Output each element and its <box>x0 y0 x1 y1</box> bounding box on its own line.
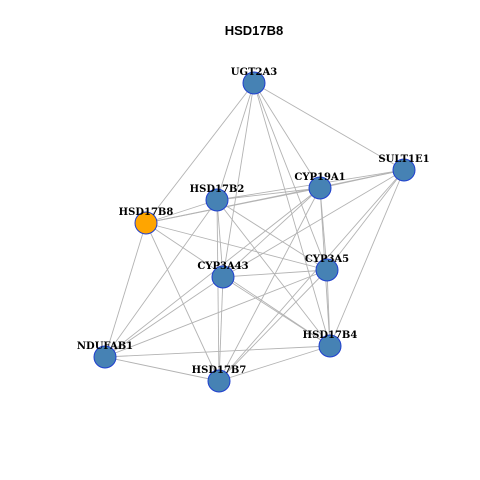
edge-hsd17b2-cyp3a5 <box>216 199 328 271</box>
edge-cyp19a1-hsd17b8 <box>145 187 321 224</box>
edge-cyp3a43-hsd17b4 <box>222 276 331 347</box>
edge-hsd17b2-ndufab1 <box>104 199 218 358</box>
node-ndufab1[interactable] <box>93 345 117 369</box>
node-cyp19a1[interactable] <box>308 176 332 200</box>
edge-ugt2a3-cyp3a5 <box>253 82 328 271</box>
edge-hsd17b4-ndufab1 <box>104 345 331 358</box>
node-cyp3a5[interactable] <box>315 258 339 282</box>
edge-ugt2a3-sult1e1 <box>253 82 405 171</box>
diagram-title: HSD17B8 <box>225 23 284 38</box>
node-label-hsd17b4: HSD17B4 <box>303 330 358 341</box>
node-sult1e1[interactable] <box>392 158 416 182</box>
edge-cyp19a1-hsd17b7 <box>218 187 321 382</box>
node-cyp3a43[interactable] <box>211 265 235 289</box>
edge-hsd17b2-hsd17b4 <box>216 199 331 347</box>
edge-ndufab1-hsd17b7 <box>104 356 220 382</box>
edge-hsd17b8-cyp3a5 <box>145 222 328 271</box>
edge-ugt2a3-hsd17b4 <box>253 82 331 347</box>
edge-cyp3a5-hsd17b7 <box>218 269 328 382</box>
edge-sult1e1-hsd17b7 <box>218 169 405 382</box>
edge-hsd17b8-hsd17b7 <box>145 222 220 382</box>
edge-cyp19a1-cyp3a43 <box>222 187 321 278</box>
edge-ugt2a3-cyp19a1 <box>253 82 321 189</box>
edge-layer <box>104 82 405 382</box>
node-hsd17b4[interactable] <box>318 334 342 358</box>
node-layer <box>93 71 416 393</box>
node-hsd17b2[interactable] <box>205 188 229 212</box>
edge-hsd17b8-ndufab1 <box>104 222 147 358</box>
node-label-ugt2a3: UGT2A3 <box>231 67 277 78</box>
node-label-hsd17b8: HSD17B8 <box>119 207 174 218</box>
node-hsd17b8[interactable] <box>134 211 158 235</box>
edge-cyp3a43-ndufab1 <box>104 276 224 358</box>
node-label-cyp3a43: CYP3A43 <box>197 261 248 272</box>
edge-cyp3a43-cyp3a5 <box>222 269 328 278</box>
node-label-sult1e1: SULT1E1 <box>378 154 429 165</box>
edge-cyp3a43-hsd17b7 <box>218 276 224 382</box>
edge-hsd17b2-hsd17b8 <box>145 199 218 224</box>
node-label-cyp3a5: CYP3A5 <box>305 254 349 265</box>
node-ugt2a3[interactable] <box>242 71 266 95</box>
node-hsd17b7[interactable] <box>207 369 231 393</box>
edge-ugt2a3-hsd17b8 <box>145 82 255 224</box>
node-label-ndufab1: NDUFAB1 <box>77 341 133 352</box>
node-label-cyp19a1: CYP19A1 <box>294 172 345 183</box>
edge-hsd17b4-hsd17b7 <box>218 345 331 382</box>
node-label-hsd17b2: HSD17B2 <box>190 184 245 195</box>
edge-cyp3a5-hsd17b4 <box>326 269 331 347</box>
edge-hsd17b2-hsd17b7 <box>216 199 220 382</box>
edge-cyp3a5-ndufab1 <box>104 269 328 358</box>
node-label-hsd17b7: HSD17B7 <box>192 365 247 376</box>
edge-cyp19a1-hsd17b2 <box>216 187 321 201</box>
edge-ugt2a3-hsd17b2 <box>216 82 255 201</box>
edge-hsd17b2-cyp3a43 <box>216 199 224 278</box>
label-layer: UGT2A3SULT1E1CYP19A1HSD17B2HSD17B8CYP3A4… <box>77 67 430 376</box>
edge-sult1e1-cyp3a43 <box>222 169 405 278</box>
edge-sult1e1-cyp3a5 <box>326 169 405 271</box>
edge-sult1e1-hsd17b4 <box>329 169 405 347</box>
edge-hsd17b8-hsd17b4 <box>145 222 331 347</box>
